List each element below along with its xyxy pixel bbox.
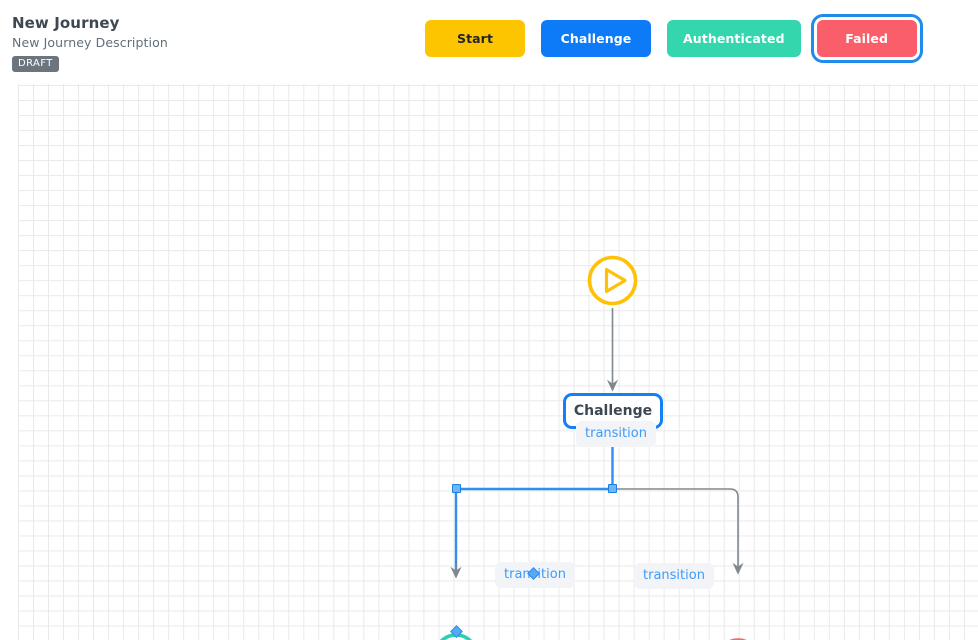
page-title: New Journey: [12, 14, 120, 32]
title-block: New Journey New Journey Description DRAF…: [12, 14, 168, 72]
challenge-button[interactable]: Challenge: [541, 20, 651, 57]
node-palette-toolbar: Start Challenge Authenticated Failed: [425, 14, 923, 63]
start-button[interactable]: Start: [425, 20, 525, 57]
play-circle-icon: [587, 255, 638, 306]
page-description: New Journey Description: [12, 35, 168, 50]
edges-layer: [450, 308, 744, 579]
challenge-node-label: Challenge: [573, 403, 653, 419]
status-badge: DRAFT: [12, 56, 59, 72]
failed-node[interactable]: [713, 636, 763, 640]
edge-challenge-to-success[interactable]: [450, 429, 614, 579]
edge-label-challenge-to-failed[interactable]: transition: [634, 563, 714, 589]
edge-handle-source[interactable]: [608, 484, 617, 493]
editor-header: New Journey New Journey Description DRAF…: [0, 0, 978, 84]
success-node[interactable]: [431, 625, 481, 640]
start-node[interactable]: [585, 253, 640, 308]
failed-button[interactable]: Failed: [810, 14, 923, 63]
authenticated-button[interactable]: Authenticated: [667, 20, 801, 57]
edge-label-start-to-challenge[interactable]: transition: [576, 421, 656, 447]
canvas-grid-background: [18, 84, 978, 640]
x-circle-icon: [729, 638, 747, 640]
edge-challenge-to-failed[interactable]: [614, 488, 744, 575]
edge-handle-corner[interactable]: [451, 484, 461, 493]
flow-canvas[interactable]: Challenge transition transition transiti…: [0, 84, 978, 640]
